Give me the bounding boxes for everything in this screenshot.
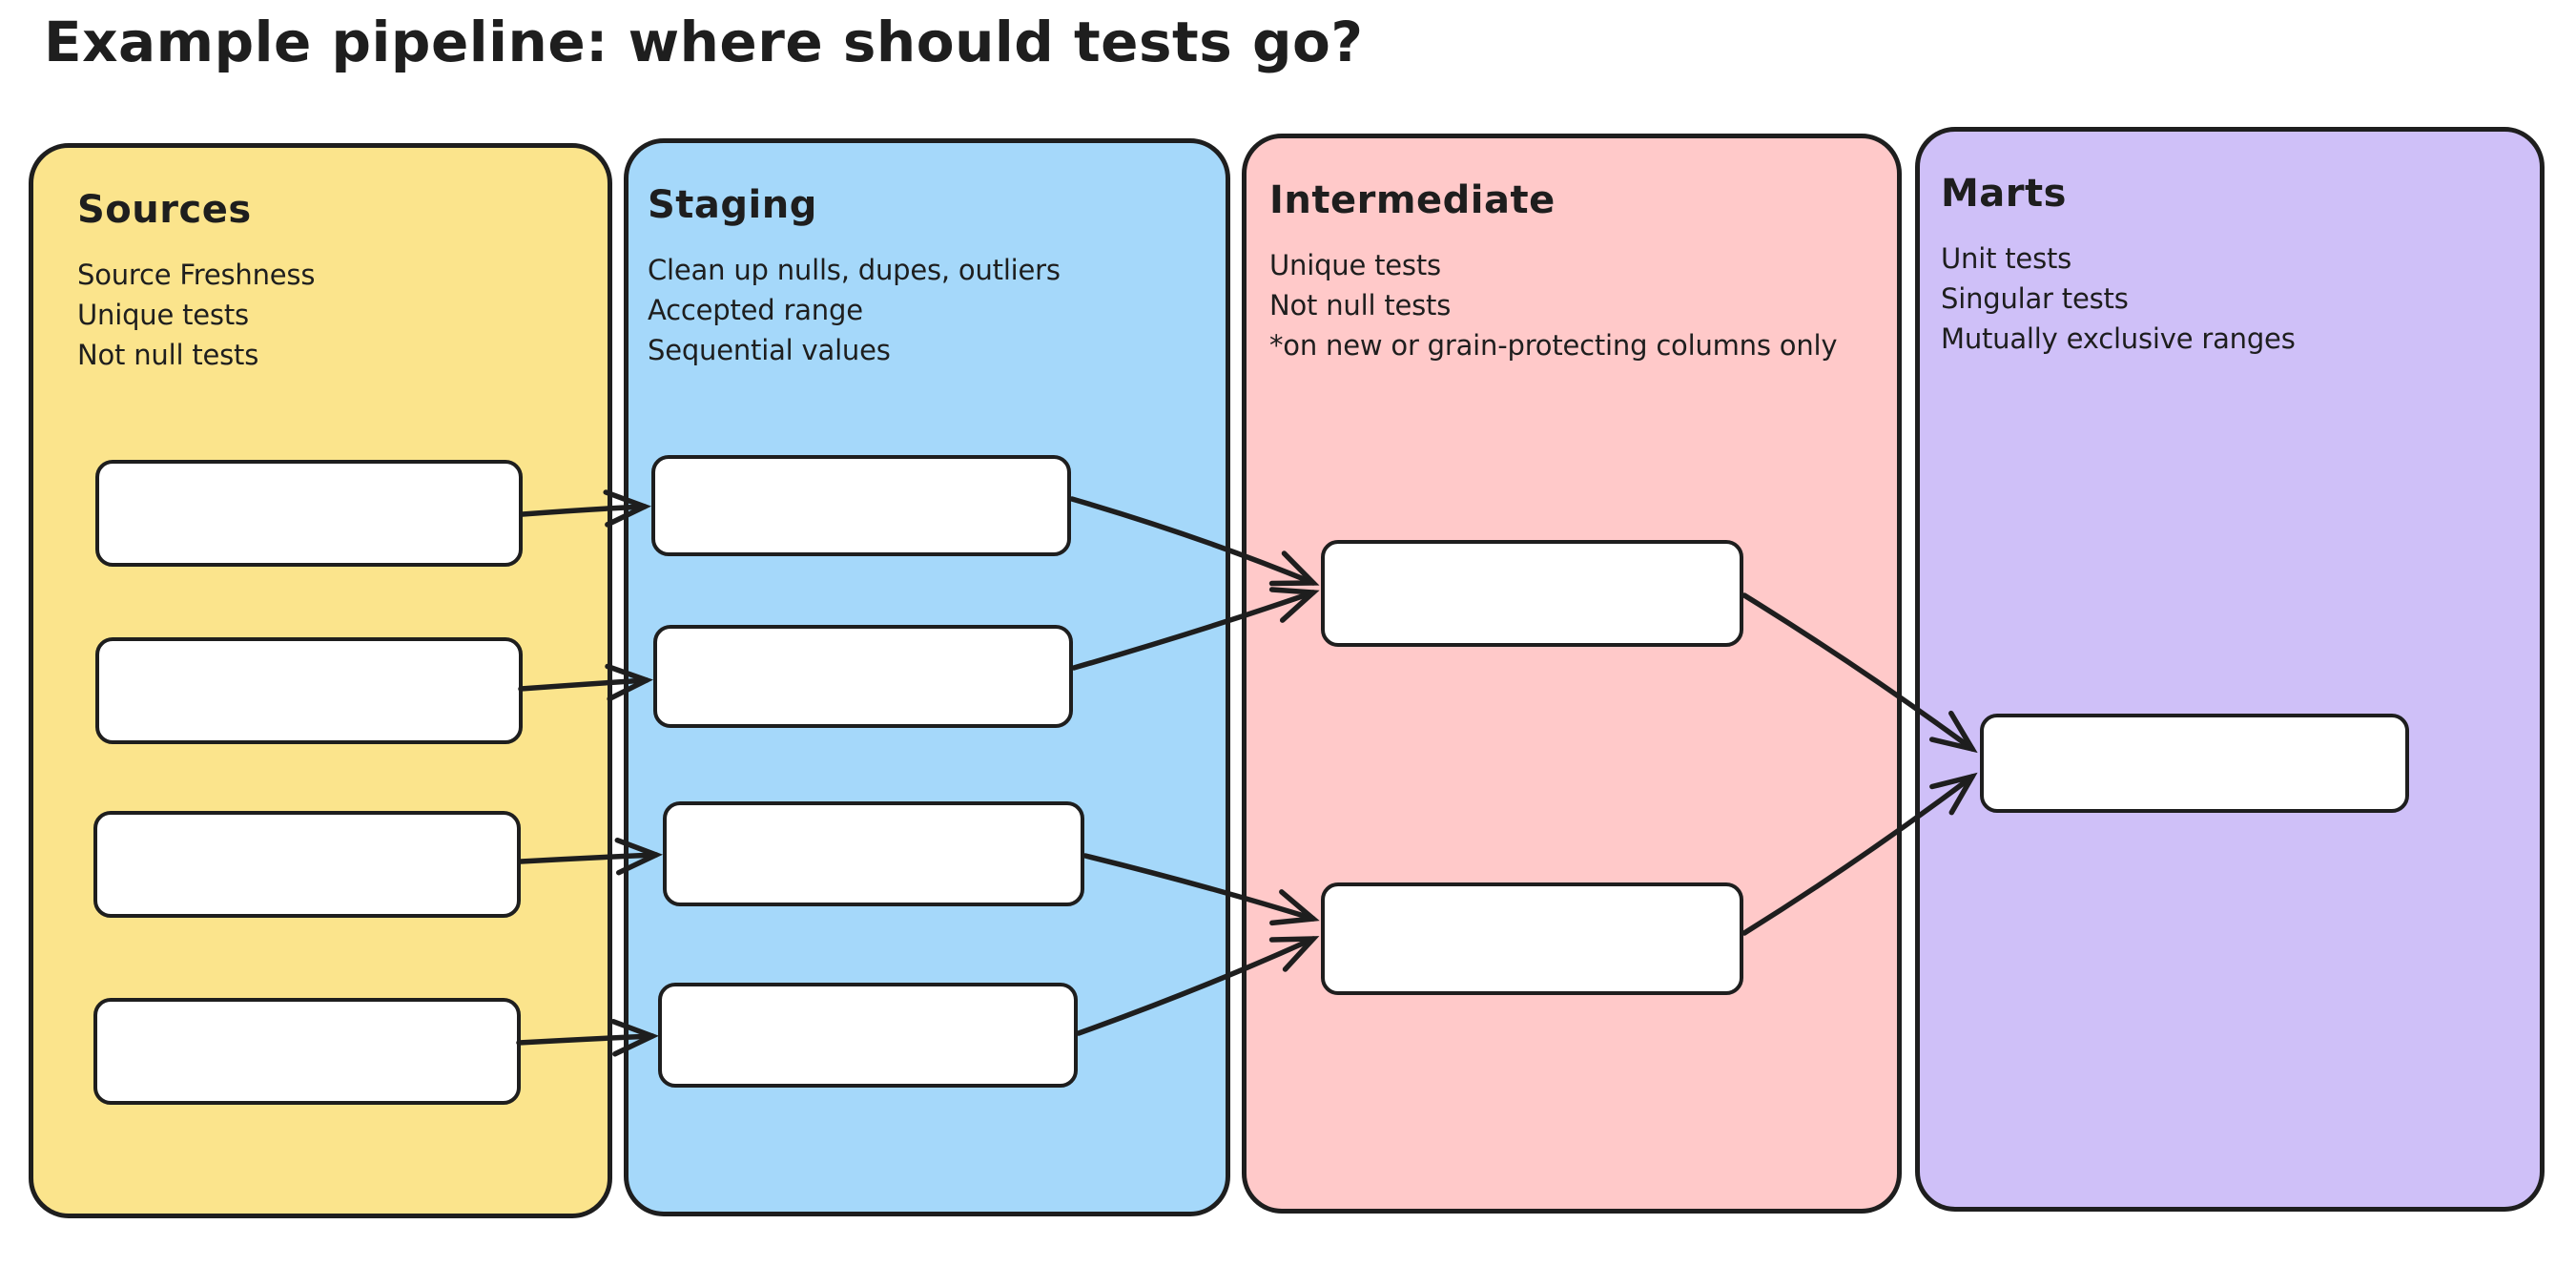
column-intermediate-title: Intermediate xyxy=(1269,178,1556,222)
column-marts-title: Marts xyxy=(1941,172,2067,216)
note-line: Not null tests xyxy=(1269,289,1452,322)
column-marts: Marts Unit tests Singular tests Mutually… xyxy=(1915,127,2545,1212)
column-marts-content: Marts Unit tests Singular tests Mutually… xyxy=(1941,172,2540,359)
column-sources-content: Sources Source Freshness Unique tests No… xyxy=(77,188,608,375)
column-staging-notes: Clean up nulls, dupes, outliers Accepted… xyxy=(648,250,1226,370)
note-line: Clean up nulls, dupes, outliers xyxy=(648,254,1061,286)
note-line: *on new or grain-protecting columns only xyxy=(1269,329,1838,362)
note-line: Not null tests xyxy=(77,339,259,371)
node-sources-2 xyxy=(95,637,523,744)
note-line: Source Freshness xyxy=(77,259,316,291)
note-line: Singular tests xyxy=(1941,282,2129,315)
node-sources-4 xyxy=(93,998,521,1105)
note-line: Unique tests xyxy=(77,299,249,331)
column-intermediate-notes: Unique tests Not null tests *on new or g… xyxy=(1269,245,1897,365)
note-line: Mutually exclusive ranges xyxy=(1941,322,2296,355)
note-line: Sequential values xyxy=(648,334,891,366)
diagram-title: Example pipeline: where should tests go? xyxy=(44,10,1364,74)
node-marts-1 xyxy=(1980,714,2409,813)
node-intermediate-2 xyxy=(1321,882,1743,995)
column-staging-content: Staging Clean up nulls, dupes, outliers … xyxy=(648,183,1226,370)
note-line: Unit tests xyxy=(1941,242,2072,275)
column-sources-title: Sources xyxy=(77,188,252,232)
node-staging-2 xyxy=(653,625,1073,728)
column-intermediate: Intermediate Unique tests Not null tests… xyxy=(1242,134,1902,1214)
note-line: Accepted range xyxy=(648,294,863,326)
node-sources-3 xyxy=(93,811,521,918)
node-intermediate-1 xyxy=(1321,540,1743,647)
column-sources-notes: Source Freshness Unique tests Not null t… xyxy=(77,255,608,375)
node-sources-1 xyxy=(95,460,523,567)
column-marts-notes: Unit tests Singular tests Mutually exclu… xyxy=(1941,239,2540,359)
node-staging-3 xyxy=(663,801,1084,906)
column-intermediate-content: Intermediate Unique tests Not null tests… xyxy=(1269,178,1897,365)
note-line: Unique tests xyxy=(1269,249,1441,281)
node-staging-1 xyxy=(651,455,1071,556)
column-staging-title: Staging xyxy=(648,183,817,227)
node-staging-4 xyxy=(658,983,1078,1088)
